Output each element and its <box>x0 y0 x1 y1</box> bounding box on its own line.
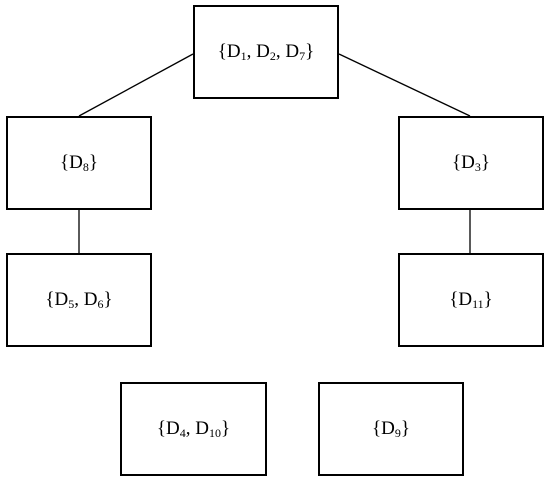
element-subscript: 2 <box>269 49 276 63</box>
node-d4-d10: {D4, D10} <box>120 382 267 476</box>
element-letter: D <box>461 152 475 173</box>
node-d8: {D8} <box>6 116 152 210</box>
element-letter: D <box>54 289 69 310</box>
node-d11: {D11} <box>398 253 544 347</box>
set-element: D7 <box>285 41 305 62</box>
set-element: D1 <box>227 41 247 62</box>
element-letter: D <box>83 289 98 310</box>
element-letter: D <box>381 418 395 439</box>
set-element: D9 <box>381 418 401 439</box>
set-element: D4 <box>166 418 186 439</box>
element-letter: D <box>256 41 270 62</box>
element-letter: D <box>226 41 241 62</box>
element-subscript: 10 <box>208 426 221 440</box>
element-subscript: 6 <box>97 297 104 311</box>
set-element: D10 <box>195 418 221 439</box>
node-d3: {D3} <box>398 116 544 210</box>
node-label: {D4, D10} <box>156 418 231 440</box>
node-label: {D9} <box>372 418 410 440</box>
node-label: {D1, D2, D7} <box>217 41 315 63</box>
element-letter: D <box>458 289 473 310</box>
set-element: D8 <box>69 152 89 173</box>
node-d1-d2-d7: {D1, D2, D7} <box>193 5 339 99</box>
element-subscript: 7 <box>299 49 306 63</box>
node-label: {D5, D6} <box>45 289 113 311</box>
node-d5-d6: {D5, D6} <box>6 253 152 347</box>
node-label: {D3} <box>452 152 490 174</box>
element-letter: D <box>166 418 180 439</box>
set-element: D11 <box>458 289 483 310</box>
element-subscript: 4 <box>179 426 186 440</box>
node-d9: {D9} <box>318 382 464 476</box>
element-letter: D <box>69 152 83 173</box>
node-label: {D11} <box>449 289 493 311</box>
element-letter: D <box>285 41 300 62</box>
set-element: D3 <box>461 152 481 173</box>
element-subscript: 8 <box>82 160 89 174</box>
edge-d127-d3 <box>338 53 471 117</box>
element-subscript: 3 <box>474 160 481 174</box>
element-subscript: 5 <box>68 297 75 311</box>
set-element: D5 <box>55 289 75 310</box>
edge-d127-d8 <box>78 53 194 117</box>
node-label: {D8} <box>60 152 98 174</box>
set-element: D6 <box>84 289 104 310</box>
set-element: D2 <box>256 41 276 62</box>
element-letter: D <box>195 418 209 439</box>
element-subscript: 9 <box>394 426 401 440</box>
element-subscript: 1 <box>240 49 247 63</box>
element-subscript: 11 <box>472 297 484 311</box>
